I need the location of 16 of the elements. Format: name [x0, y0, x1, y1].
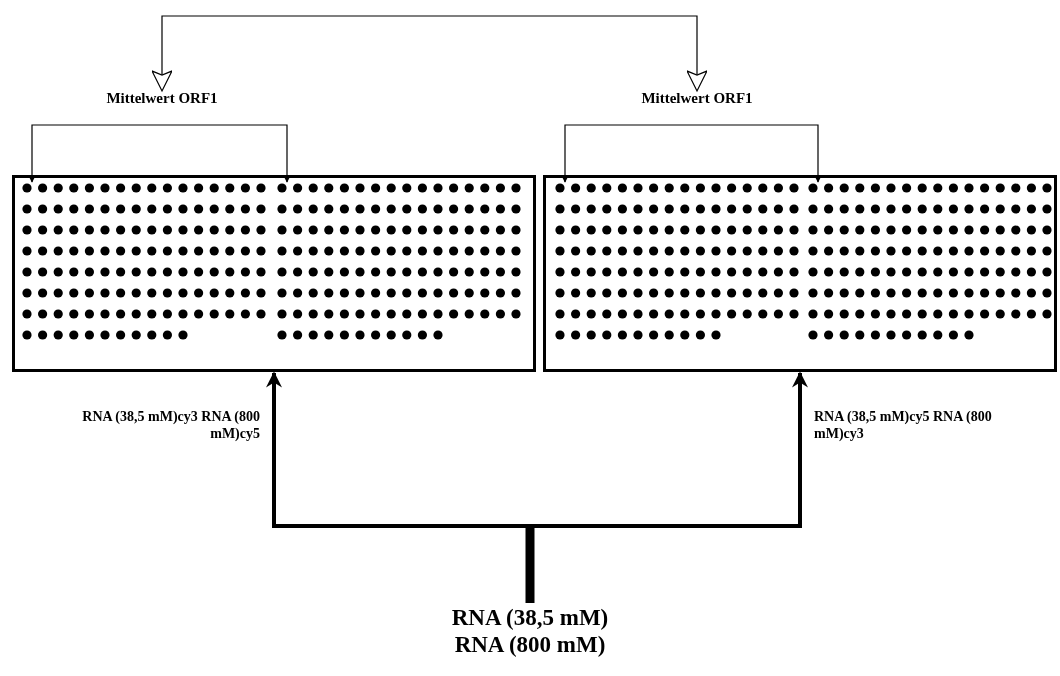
spot-grid — [555, 183, 801, 341]
node-label: Mittelwert ORF1 — [627, 90, 767, 124]
spot-grid — [277, 183, 523, 341]
arrow — [561, 124, 698, 183]
microarray-slide — [543, 175, 1057, 372]
microarray-slide — [12, 175, 536, 372]
arrow — [151, 15, 708, 92]
spot-grid — [22, 183, 268, 341]
arrow — [28, 124, 163, 183]
edge-label: RNA (38,5 mM)cy3 RNA (800 mM)cy5 — [81, 408, 260, 442]
edge-label: RNA (38,5 mM)cy5 RNA (800 mM)cy3 — [814, 408, 993, 442]
arrow — [696, 124, 822, 183]
node-label: RNA (38,5 mM) RNA (800 mM) — [430, 604, 630, 664]
node-label: Mittelwert ORF1 — [92, 90, 232, 124]
arrow — [161, 124, 291, 183]
spot-grid — [808, 183, 1054, 341]
